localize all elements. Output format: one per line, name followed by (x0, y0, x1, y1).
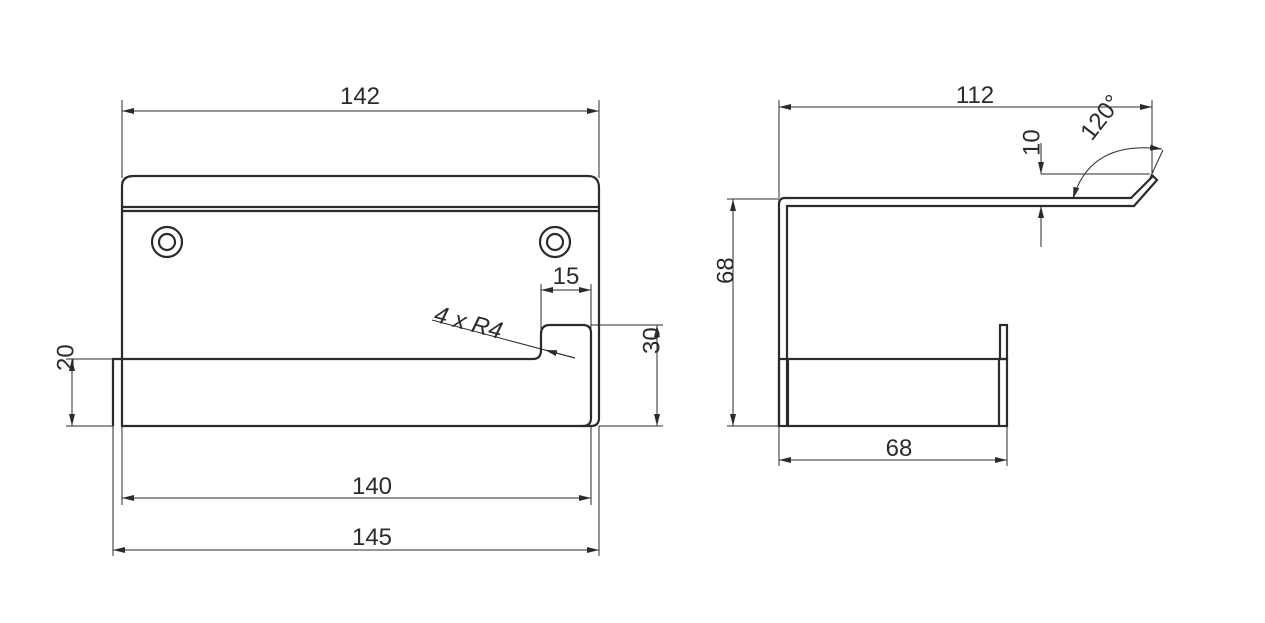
dim-68-base: 68 (886, 435, 913, 462)
dim-10: 10 (1019, 129, 1046, 156)
dim-142: 142 (340, 83, 380, 110)
mounting-hole (538, 225, 572, 259)
slot-contour (111, 323, 593, 428)
plate-outline (120, 174, 601, 428)
dim-120-deg: 120° (1075, 90, 1127, 146)
front-view: 142 140 145 20 30 15 4 x R4 (53, 83, 666, 556)
side-profile (777, 174, 1159, 426)
dim-15: 15 (553, 263, 580, 290)
radius-note: 4 x R4 (431, 301, 505, 345)
base-tray (777, 357, 1009, 428)
retaining-tab (998, 323, 1009, 361)
dim-145: 145 (352, 524, 392, 551)
leader-arrow (544, 349, 576, 359)
dim-30: 30 (639, 327, 666, 354)
dim-112: 112 (956, 82, 994, 109)
dim-140: 140 (352, 473, 392, 500)
angle-arc (1072, 144, 1163, 200)
mounting-hole (150, 225, 184, 259)
side-view: 112 68 68 10 120° (713, 82, 1164, 466)
dim-20: 20 (53, 344, 80, 371)
dim-68-height: 68 (713, 257, 740, 284)
